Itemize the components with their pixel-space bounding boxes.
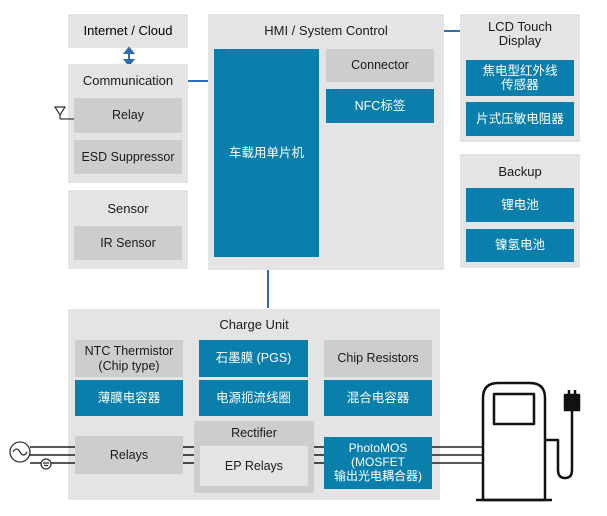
pyroelectric-sensor-box: 焦电型红外线 传感器: [466, 60, 574, 96]
ntc-line1: NTC Thermistor: [84, 344, 174, 359]
relays-label: Relays: [109, 447, 149, 462]
pyroelectric-line1: 焦电型红外线: [482, 63, 558, 78]
ep-relays-label: EP Relays: [224, 458, 284, 473]
rectifier-box: Rectifier EP Relays: [194, 421, 314, 493]
choke-coil-label: 电源扼流线圈: [215, 390, 291, 405]
internet-cloud-label: Internet / Cloud: [83, 22, 173, 38]
chip-resistors-label: Chip Resistors: [337, 351, 419, 366]
chip-varistor-label: 片式压敏电阻器: [476, 111, 564, 126]
lcd-title-line1: LCD Touch: [487, 19, 553, 34]
photomos-line2: (MOSFET: [351, 455, 405, 470]
hybrid-capacitor-box: 混合电容器: [324, 380, 432, 416]
charging-station-icon: [476, 381, 581, 502]
chip-varistor-box: 片式压敏电阻器: [466, 102, 574, 136]
sensor-title: Sensor: [107, 201, 149, 216]
ac-source-icon: [9, 441, 52, 470]
lithium-battery-box: 锂电池: [466, 188, 574, 222]
mcu-label: 车载用单片机: [228, 145, 304, 160]
hmi-system-control-panel: HMI / System Control 车载用单片机 Connector NF…: [208, 14, 444, 270]
choke-coil-box: 电源扼流线圈: [199, 380, 308, 416]
hmi-title: HMI / System Control: [264, 23, 388, 38]
connector-box: Connector: [326, 49, 434, 82]
ir-sensor-label: IR Sensor: [100, 235, 156, 250]
nfc-tag-box: NFC标签: [326, 89, 434, 123]
communication-title: Communication: [82, 73, 174, 88]
chip-resistors-box: Chip Resistors: [324, 340, 432, 377]
hybrid-capacitor-label: 混合电容器: [346, 390, 410, 405]
connector-label: Connector: [351, 58, 409, 73]
relays-box: Relays: [75, 436, 183, 474]
pyroelectric-line2: 传感器: [501, 78, 539, 92]
backup-title: Backup: [498, 164, 542, 179]
internet-cloud-box: Internet / Cloud: [68, 14, 188, 48]
charge-unit-panel: Charge Unit NTC Thermistor (Chip type) 石…: [68, 309, 440, 500]
photomos-box: PhotoMOS (MOSFET 输出光电耦合器): [324, 437, 432, 489]
film-capacitor-box: 薄膜电容器: [75, 380, 183, 416]
lithium-battery-label: 锂电池: [501, 197, 539, 212]
film-capacitor-label: 薄膜电容器: [97, 390, 161, 405]
pgs-label: 石墨膜 (PGS): [215, 351, 292, 366]
backup-panel: Backup 锂电池 镍氢电池: [460, 154, 580, 268]
lcd-title-line2: Display: [498, 33, 542, 49]
communication-panel: Communication Relay ESD Suppressor: [68, 64, 188, 183]
charge-unit-title: Charge Unit: [219, 317, 289, 332]
ep-relays-box: EP Relays: [200, 446, 308, 486]
relay-box: Relay: [74, 98, 182, 133]
rectifier-title: Rectifier: [231, 426, 277, 440]
esd-suppressor-box: ESD Suppressor: [74, 140, 182, 174]
ntc-thermistor-box: NTC Thermistor (Chip type): [75, 340, 183, 377]
relay-label: Relay: [112, 108, 144, 123]
mcu-box: 车载用单片机: [214, 49, 319, 257]
pgs-box: 石墨膜 (PGS): [199, 340, 308, 377]
lcd-touch-display-panel: LCD Touch Display 焦电型红外线 传感器 片式压敏电阻器: [460, 14, 580, 142]
sensor-panel: Sensor IR Sensor: [68, 190, 188, 269]
lcd-title: LCD Touch Display: [460, 19, 580, 49]
ntc-line2: (Chip type): [98, 358, 160, 373]
nimh-battery-label: 镍氢电池: [494, 238, 545, 253]
photomos-line3: 输出光电耦合器): [334, 468, 422, 483]
esd-suppressor-label: ESD Suppressor: [81, 149, 175, 164]
photomos-line1: PhotoMOS: [348, 441, 408, 456]
nfc-tag-label: NFC标签: [354, 98, 406, 113]
ir-sensor-box: IR Sensor: [74, 226, 182, 260]
nimh-battery-box: 镍氢电池: [466, 229, 574, 262]
